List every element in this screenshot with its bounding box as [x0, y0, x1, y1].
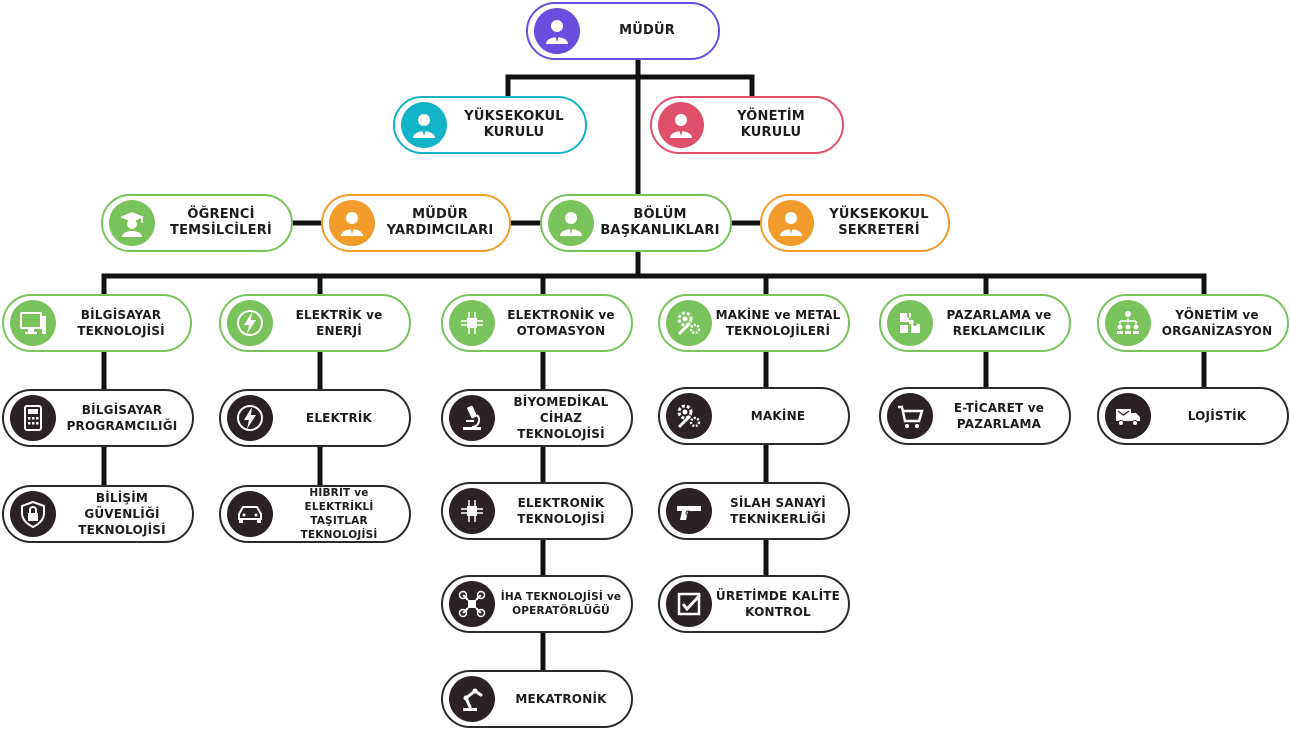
director-label: MÜDÜR — [619, 23, 675, 38]
council-node-management[interactable]: YÖNETİM KURULU — [650, 96, 876, 154]
microscope-icon — [449, 395, 495, 441]
management-label: BÖLÜM BAŞKANLIKLARI — [600, 207, 720, 238]
program-label: HİBRİT ve ELEKTRİKLİ TAŞITLAR TEKNOLOJİS… — [300, 487, 378, 541]
program-node-logistics[interactable]: LOJİSTİK — [1097, 387, 1289, 445]
computer-icon — [10, 300, 56, 346]
department-node-management[interactable]: YÖNETİM ve ORGANİZASYON — [1097, 294, 1289, 352]
council-node-academic[interactable]: YÜKSEKOKUL KURULU — [393, 96, 619, 154]
graduate-icon — [109, 200, 155, 246]
cart-icon — [887, 393, 933, 439]
department-label: ELEKTRİK ve ENERJİ — [295, 308, 383, 338]
shield-lock-icon — [10, 491, 56, 537]
puzzle-icon — [887, 300, 933, 346]
person-icon — [548, 200, 594, 246]
department-label: PAZARLAMA ve REKLAMCILIK — [946, 308, 1052, 338]
program-node-hybrid-vehicles[interactable]: HİBRİT ve ELEKTRİKLİ TAŞITLAR TEKNOLOJİS… — [219, 485, 411, 543]
management-label: MÜDÜR YARDIMCILARI — [386, 207, 494, 238]
director-node[interactable]: MÜDÜR — [526, 2, 752, 60]
program-label: E-TİCARET ve PAZARLAMA — [953, 401, 1045, 431]
department-node-machine[interactable]: MAKİNE ve METAL TEKNOLOJİLERİ — [658, 294, 850, 352]
checkbox-icon — [666, 581, 712, 627]
program-node-quality-control[interactable]: ÜRETİMDE KALİTE KONTROL — [658, 575, 850, 633]
department-label: ELEKTRONİK ve OTOMASYON — [507, 308, 615, 338]
person-icon — [329, 200, 375, 246]
lightning-icon — [227, 395, 273, 441]
management-label: YÜKSEKOKUL SEKRETERİ — [829, 207, 929, 238]
program-node-e-commerce[interactable]: E-TİCARET ve PAZARLAMA — [879, 387, 1071, 445]
management-node-secretary[interactable]: YÜKSEKOKUL SEKRETERİ — [760, 194, 950, 252]
program-label: BİYOMEDİKAL CİHAZ TEKNOLOJİSİ — [513, 395, 609, 441]
circuit-icon — [449, 300, 495, 346]
program-label: ELEKTRONİK TEKNOLOJİSİ — [517, 496, 605, 526]
circuit-icon — [449, 488, 495, 534]
department-node-computer[interactable]: BİLGİSAYAR TEKNOLOJİSİ — [2, 294, 192, 352]
program-node-biomedical[interactable]: BİYOMEDİKAL CİHAZ TEKNOLOJİSİ — [441, 389, 633, 447]
pistol-icon — [666, 488, 712, 534]
robot-arm-icon — [449, 676, 495, 722]
car-icon — [227, 491, 273, 537]
org-chart-icon — [1105, 300, 1151, 346]
program-node-electric[interactable]: ELEKTRİK — [219, 389, 411, 447]
person-icon — [534, 8, 580, 54]
department-node-electronics[interactable]: ELEKTRONİK ve OTOMASYON — [441, 294, 633, 352]
council-label: YÖNETİM KURULU — [737, 109, 805, 140]
department-label: BİLGİSAYAR TEKNOLOJİSİ — [77, 308, 165, 338]
management-node-department-heads[interactable]: BÖLÜM BAŞKANLIKLARI — [540, 194, 732, 252]
drone-icon — [449, 581, 495, 627]
program-label: MEKATRONİK — [515, 692, 607, 706]
program-label: MAKİNE — [750, 409, 806, 423]
program-node-computer-programming[interactable]: BİLGİSAYAR PROGRAMCILIĞI — [2, 389, 194, 447]
program-label: İHA TEKNOLOJİSİ ve OPERATÖRLÜĞÜ — [500, 591, 622, 617]
management-label: ÖĞRENCİ TEMSİLCİLERİ — [170, 207, 272, 238]
program-node-machine[interactable]: MAKİNE — [658, 387, 850, 445]
gear-wrench-icon — [666, 300, 712, 346]
calculator-icon — [10, 395, 56, 441]
program-label: SİLAH SANAYİ TEKNİKERLİĞİ — [730, 496, 826, 526]
department-node-marketing[interactable]: PAZARLAMA ve REKLAMCILIK — [879, 294, 1071, 352]
program-label: BİLGİSAYAR PROGRAMCILIĞI — [66, 403, 178, 433]
department-label: MAKİNE ve METAL TEKNOLOJİLERİ — [715, 308, 841, 338]
person-icon — [401, 102, 447, 148]
program-node-cyber-security[interactable]: BİLİŞİM GÜVENLİĞİ TEKNOLOJİSİ — [2, 485, 194, 543]
lightning-icon — [227, 300, 273, 346]
management-node-student-reps[interactable]: ÖĞRENCİ TEMSİLCİLERİ — [101, 194, 293, 252]
program-label: ELEKTRİK — [305, 411, 373, 425]
program-node-mechatronics[interactable]: MEKATRONİK — [441, 670, 633, 728]
department-node-electric[interactable]: ELEKTRİK ve ENERJİ — [219, 294, 411, 352]
person-icon — [658, 102, 704, 148]
program-label: LOJİSTİK — [1187, 409, 1247, 423]
department-label: YÖNETİM ve ORGANİZASYON — [1161, 308, 1273, 338]
program-label: ÜRETİMDE KALİTE KONTROL — [715, 589, 841, 619]
program-node-electronics-tech[interactable]: ELEKTRONİK TEKNOLOJİSİ — [441, 482, 633, 540]
gear-wrench-icon — [666, 393, 712, 439]
truck-icon — [1105, 393, 1151, 439]
person-icon — [768, 200, 814, 246]
council-label: YÜKSEKOKUL KURULU — [464, 109, 564, 140]
program-node-weapons-industry[interactable]: SİLAH SANAYİ TEKNİKERLİĞİ — [658, 482, 850, 540]
management-node-vice-directors[interactable]: MÜDÜR YARDIMCILARI — [321, 194, 511, 252]
program-label: BİLİŞİM GÜVENLİĞİ TEKNOLOJİSİ — [78, 491, 166, 537]
program-node-uav[interactable]: İHA TEKNOLOJİSİ ve OPERATÖRLÜĞÜ — [441, 575, 633, 633]
